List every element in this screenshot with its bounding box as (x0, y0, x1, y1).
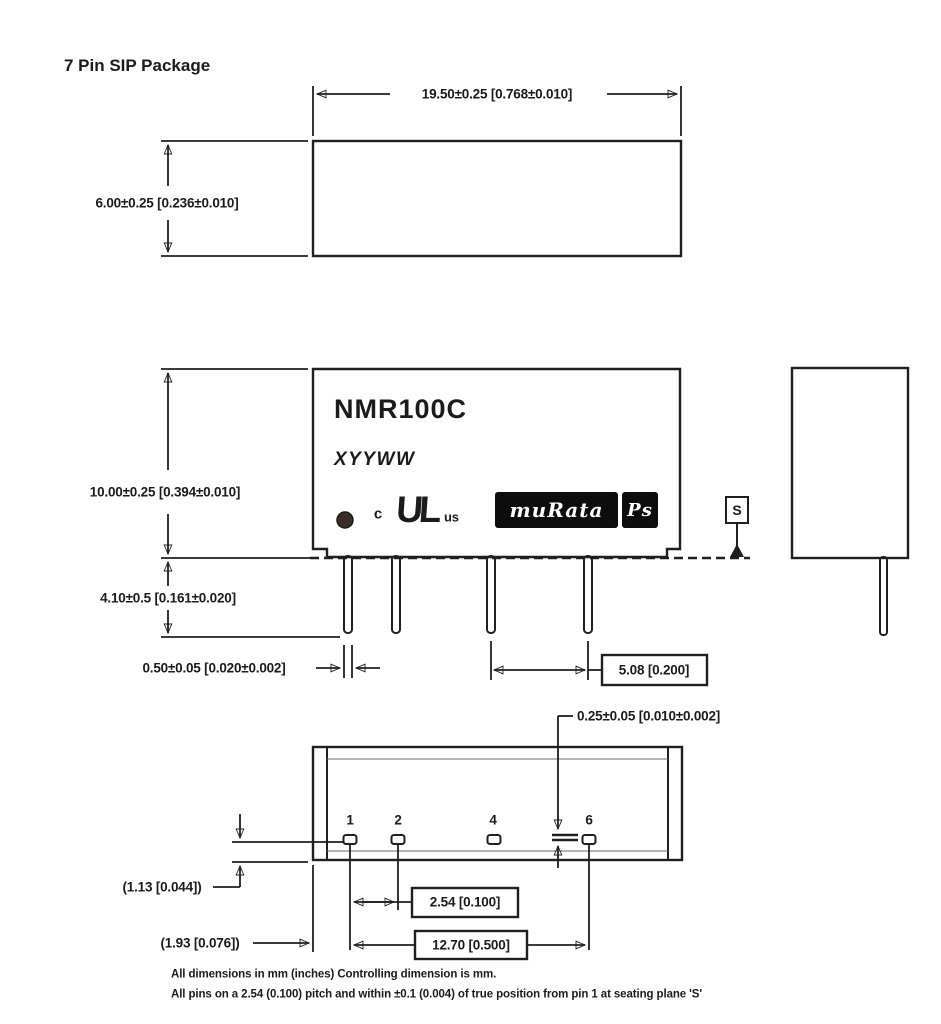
lead-thickness-dim-label: 0.25±0.05 [0.010±0.002] (577, 708, 721, 724)
seating-plane-datum-label: S (732, 502, 742, 518)
pin1-edge-offset-dim-label: (1.93 [0.076]) (160, 935, 240, 951)
date-code-text: XYYWW (334, 449, 416, 470)
murata-ps-logo: Ps (622, 492, 658, 528)
seating-plane-datum-flag (725, 496, 749, 557)
note-line-1: All dimensions in mm (inches) Controllin… (171, 968, 497, 981)
pitch-dimension-lines (352, 886, 520, 919)
side-view-lead (879, 556, 888, 636)
lead-span-dim-label: 5.08 [0.200] (618, 662, 690, 678)
lead-thickness-mark (552, 833, 578, 842)
lead-width-dim-label: 0.50±0.05 [0.020±0.002] (142, 660, 286, 676)
murata-logo: muRata (495, 492, 618, 528)
bottom-view-lead-pads (342, 834, 597, 845)
top-view-height-dim-label: 6.00±0.25 [0.236±0.010] (95, 195, 239, 211)
murata-ps-logo-text: Ps (627, 499, 653, 521)
front-view-height-dim-label: 10.00±0.25 [0.394±0.010] (89, 484, 241, 500)
murata-logo-text: muRata (509, 498, 604, 522)
lead-thickness-leader-lines (553, 715, 573, 868)
note-line-2: All pins on a 2.54 (0.100) pitch and wit… (171, 988, 703, 1001)
pin-number-1: 1 (346, 812, 354, 828)
ul-us-label: us (444, 509, 459, 525)
lead-length-dim-label: 4.10±0.5 [0.161±0.020] (100, 590, 236, 606)
pin1-indicator-dot (336, 511, 354, 529)
pad-edge-offset-dimension-lines (213, 814, 344, 888)
model-number-text: NMR100C (334, 394, 468, 424)
top-view-outline (311, 139, 683, 258)
row-length-dimension-lines (352, 929, 587, 961)
pin-number-2: 2 (394, 812, 402, 828)
top-view-width-dim-label: 19.50±0.25 [0.768±0.010] (421, 86, 573, 102)
lead-length-dimension-lines (161, 560, 340, 638)
row-length-dim-label: 12.70 [0.500] (432, 937, 510, 953)
lead-width-dimension-lines (316, 645, 380, 678)
side-view-outline (790, 366, 910, 560)
pad-edge-offset-dim-label: (1.13 [0.044]) (122, 879, 202, 895)
front-view-leads (343, 555, 593, 634)
bottom-view-outline (311, 745, 684, 862)
ul-c-label: c (373, 505, 383, 523)
page-title: 7 Pin SIP Package (64, 56, 211, 75)
ul-certification-icon: UL (394, 489, 440, 531)
top-view-width-dimension-lines (312, 86, 682, 136)
lead-span-dimension-lines (490, 641, 709, 687)
pin-number-4: 4 (489, 812, 497, 828)
top-view-height-dimension-lines (161, 140, 308, 257)
front-view-height-dimension-lines (161, 368, 310, 559)
pitch-dim-label: 2.54 [0.100] (429, 894, 501, 910)
pin-number-6: 6 (585, 812, 593, 828)
bottom-view-extension-lines (312, 845, 590, 952)
